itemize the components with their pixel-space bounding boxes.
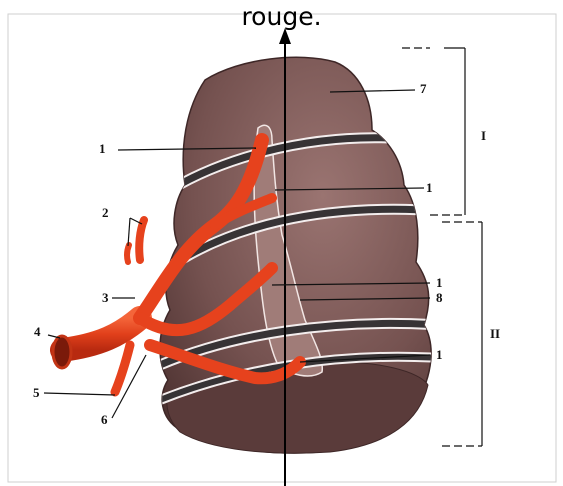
label-1-mid: 1 [426,181,433,195]
segment-label-upper: I [481,128,486,144]
label-1-bottom: 1 [436,348,443,362]
label-1-upper: 1 [99,142,106,156]
artery-lumen [53,336,71,368]
segment-label-lower: II [490,326,500,342]
label-6: 6 [101,413,108,427]
label-2: 2 [102,206,109,220]
label-4: 4 [34,325,41,339]
label-3: 3 [102,291,109,305]
caption-text: rouge. [0,2,563,32]
label-5: 5 [33,386,40,400]
label-7: 7 [420,82,427,96]
label-1-lower: 1 [436,276,443,290]
label-8: 8 [436,291,443,305]
